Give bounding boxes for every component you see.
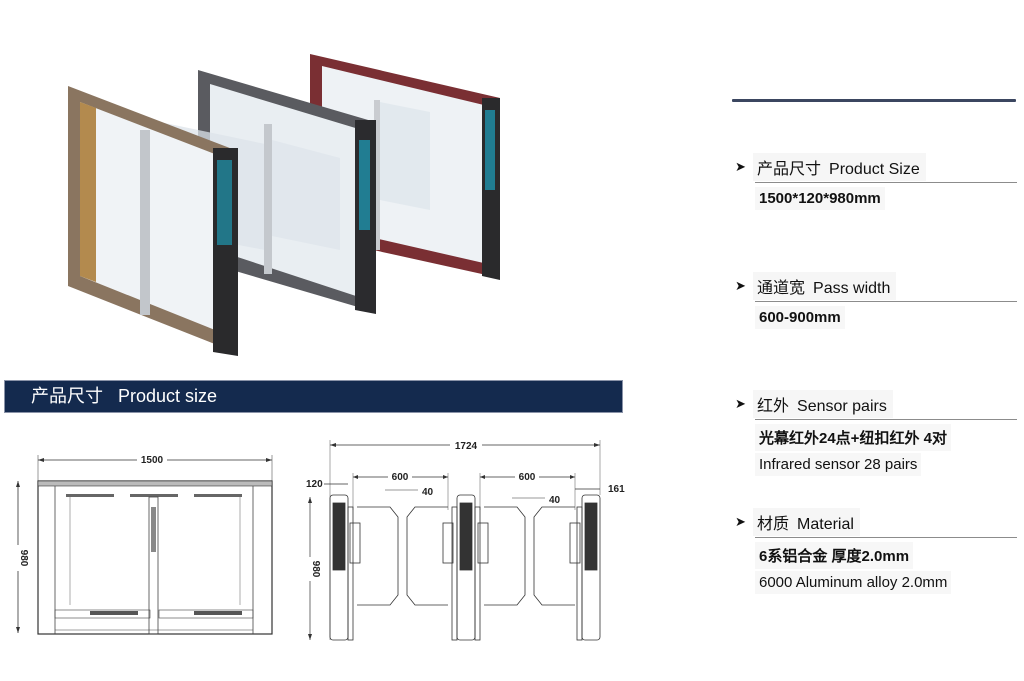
spec-divider xyxy=(755,537,1017,538)
top-divider xyxy=(732,99,1016,102)
banner-title-cn: 产品尺寸 xyxy=(31,386,103,406)
spec-divider xyxy=(755,182,1017,183)
lane2-width-label: 600 xyxy=(519,472,536,483)
arrow-right-icon: ➤ xyxy=(735,278,746,294)
front-elevation-drawing: 1500 980 xyxy=(4,445,290,640)
turnstile-gates-illustration xyxy=(68,54,500,356)
spec-value-en: 6000 Aluminum alloy 2.0mm xyxy=(755,571,952,594)
arrow-right-icon: ➤ xyxy=(735,396,746,412)
side-height-label: 980 xyxy=(310,561,321,578)
spec-divider xyxy=(755,301,1017,302)
arrow-right-icon: ➤ xyxy=(735,159,746,175)
arrow-right-icon: ➤ xyxy=(735,514,746,530)
lane1-width-label: 600 xyxy=(392,472,409,483)
bronze-gate xyxy=(68,86,238,356)
gap2-label: 40 xyxy=(549,495,561,506)
product-size-banner: 产品尺寸 Product size xyxy=(4,380,623,413)
product-render-image xyxy=(10,40,610,375)
spec-value: 1500*120*980mm xyxy=(755,187,885,210)
gap1-label: 40 xyxy=(422,487,434,498)
side-elevation-drawing: 1724 120 600 600 40 40 161 980 xyxy=(300,435,640,655)
total-width-label: 1724 xyxy=(455,441,478,452)
spec-value-en: Infrared sensor 28 pairs xyxy=(755,453,922,476)
front-width-label: 1500 xyxy=(141,455,164,466)
spec-value-cn: 6系铝合金 厚度2.0mm xyxy=(755,542,914,569)
spec-divider xyxy=(755,419,1017,420)
spec-value: 600-900mm xyxy=(755,306,845,329)
right-post-label: 161 xyxy=(608,484,625,495)
banner-title-en: Product size xyxy=(118,386,218,406)
spec-value-cn: 光幕红外24点+纽扣红外 4对 xyxy=(755,424,951,451)
left-post-label: 120 xyxy=(306,479,323,490)
front-height-label: 980 xyxy=(18,550,29,567)
